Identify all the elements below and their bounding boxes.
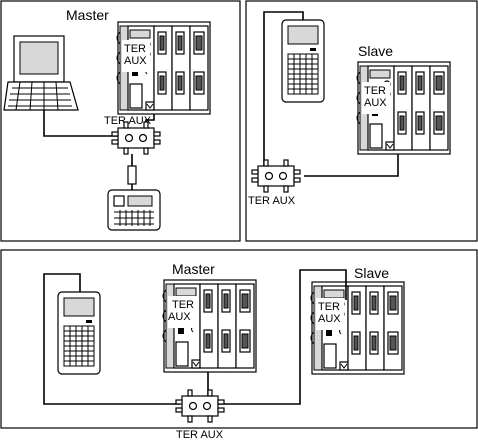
junction-label: TER AUX — [176, 429, 224, 441]
cable-adapter — [127, 165, 137, 185]
ter-port-label: TER — [364, 85, 386, 97]
laptop — [3, 35, 79, 111]
plc-master: TER AUX — [162, 279, 257, 373]
cable-handheld-to-junction — [263, 11, 304, 166]
panel-slave-top: Slave TER AUX TER AUX — [245, 0, 478, 242]
junction-label: TER AUX — [104, 115, 152, 127]
plc-slave: TER AUX — [310, 281, 405, 375]
master-label: Master — [172, 261, 215, 277]
operator-display — [107, 189, 161, 231]
aux-port-label: AUX — [364, 97, 387, 109]
slave-label: Slave — [354, 265, 389, 281]
panel-master-slave-bottom: Master TER AUX Slave TER AUX TER AUX — [0, 249, 478, 441]
cable-handheld-to-junction — [43, 273, 180, 405]
master-ter-port-label: TER — [172, 299, 194, 311]
handheld-terminal — [281, 19, 325, 103]
cable-laptop-to-junction — [43, 110, 118, 137]
plc-slave: TER AUX — [356, 61, 451, 155]
plc-master: TER AUX — [116, 21, 211, 115]
master-label: Master — [66, 7, 109, 23]
handheld-terminal — [57, 291, 101, 375]
aux-port-label: AUX — [124, 55, 147, 67]
slave-ter-port-label: TER — [318, 301, 340, 313]
slave-label: Slave — [358, 43, 393, 59]
cable-slave-to-junction — [218, 269, 347, 405]
master-aux-port-label: AUX — [168, 311, 191, 323]
junction-label: TER AUX — [248, 195, 296, 207]
panel-master-top: Master TER AUX TER AUX — [0, 0, 241, 242]
cable-plc-to-junction — [304, 154, 399, 177]
slave-aux-port-label: AUX — [318, 313, 341, 325]
ter-port-label: TER — [124, 43, 146, 55]
